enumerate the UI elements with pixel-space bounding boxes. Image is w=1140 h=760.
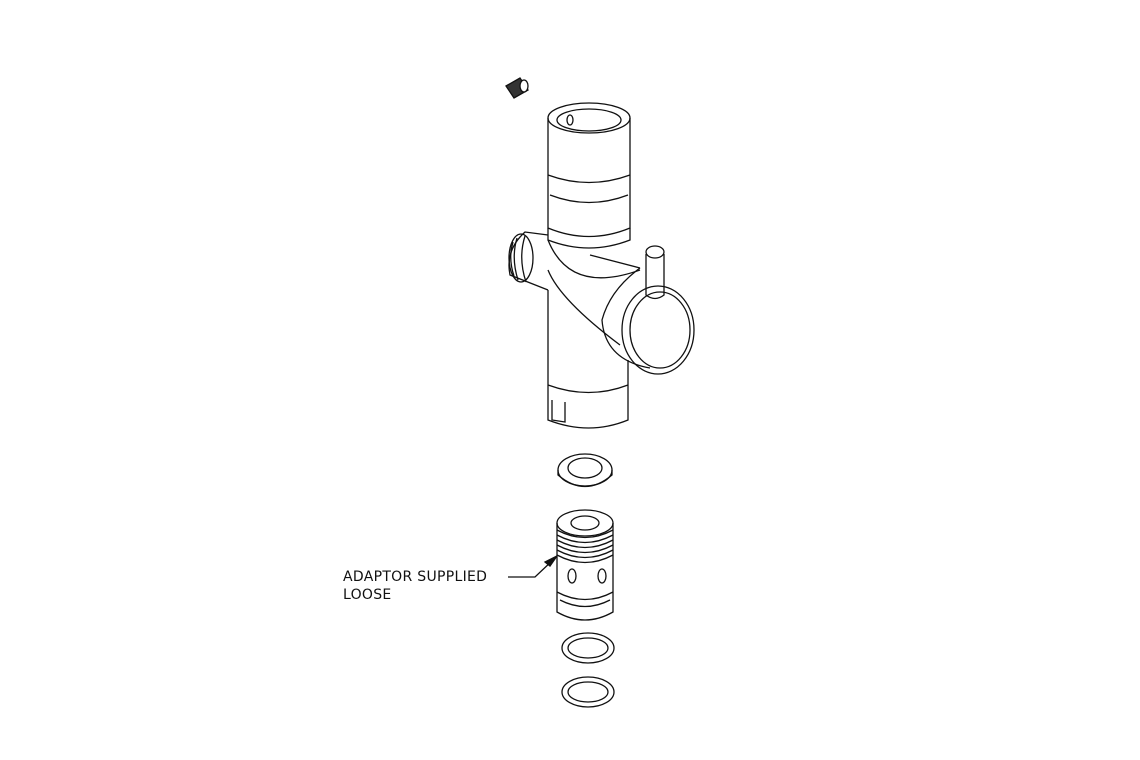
callout-line-2: LOOSE [343, 587, 392, 603]
o-ring-upper [561, 632, 615, 664]
grub-screw [505, 77, 529, 99]
o-ring-lower [561, 676, 615, 708]
flat-washer [557, 453, 613, 488]
adaptor-callout-label: ADAPTOR SUPPLIED LOOSE [343, 568, 487, 604]
adaptor [556, 509, 614, 621]
callout-line-1: ADAPTOR SUPPLIED [343, 569, 488, 585]
callout-leader-arrow [508, 555, 558, 578]
valve-body [508, 102, 695, 429]
